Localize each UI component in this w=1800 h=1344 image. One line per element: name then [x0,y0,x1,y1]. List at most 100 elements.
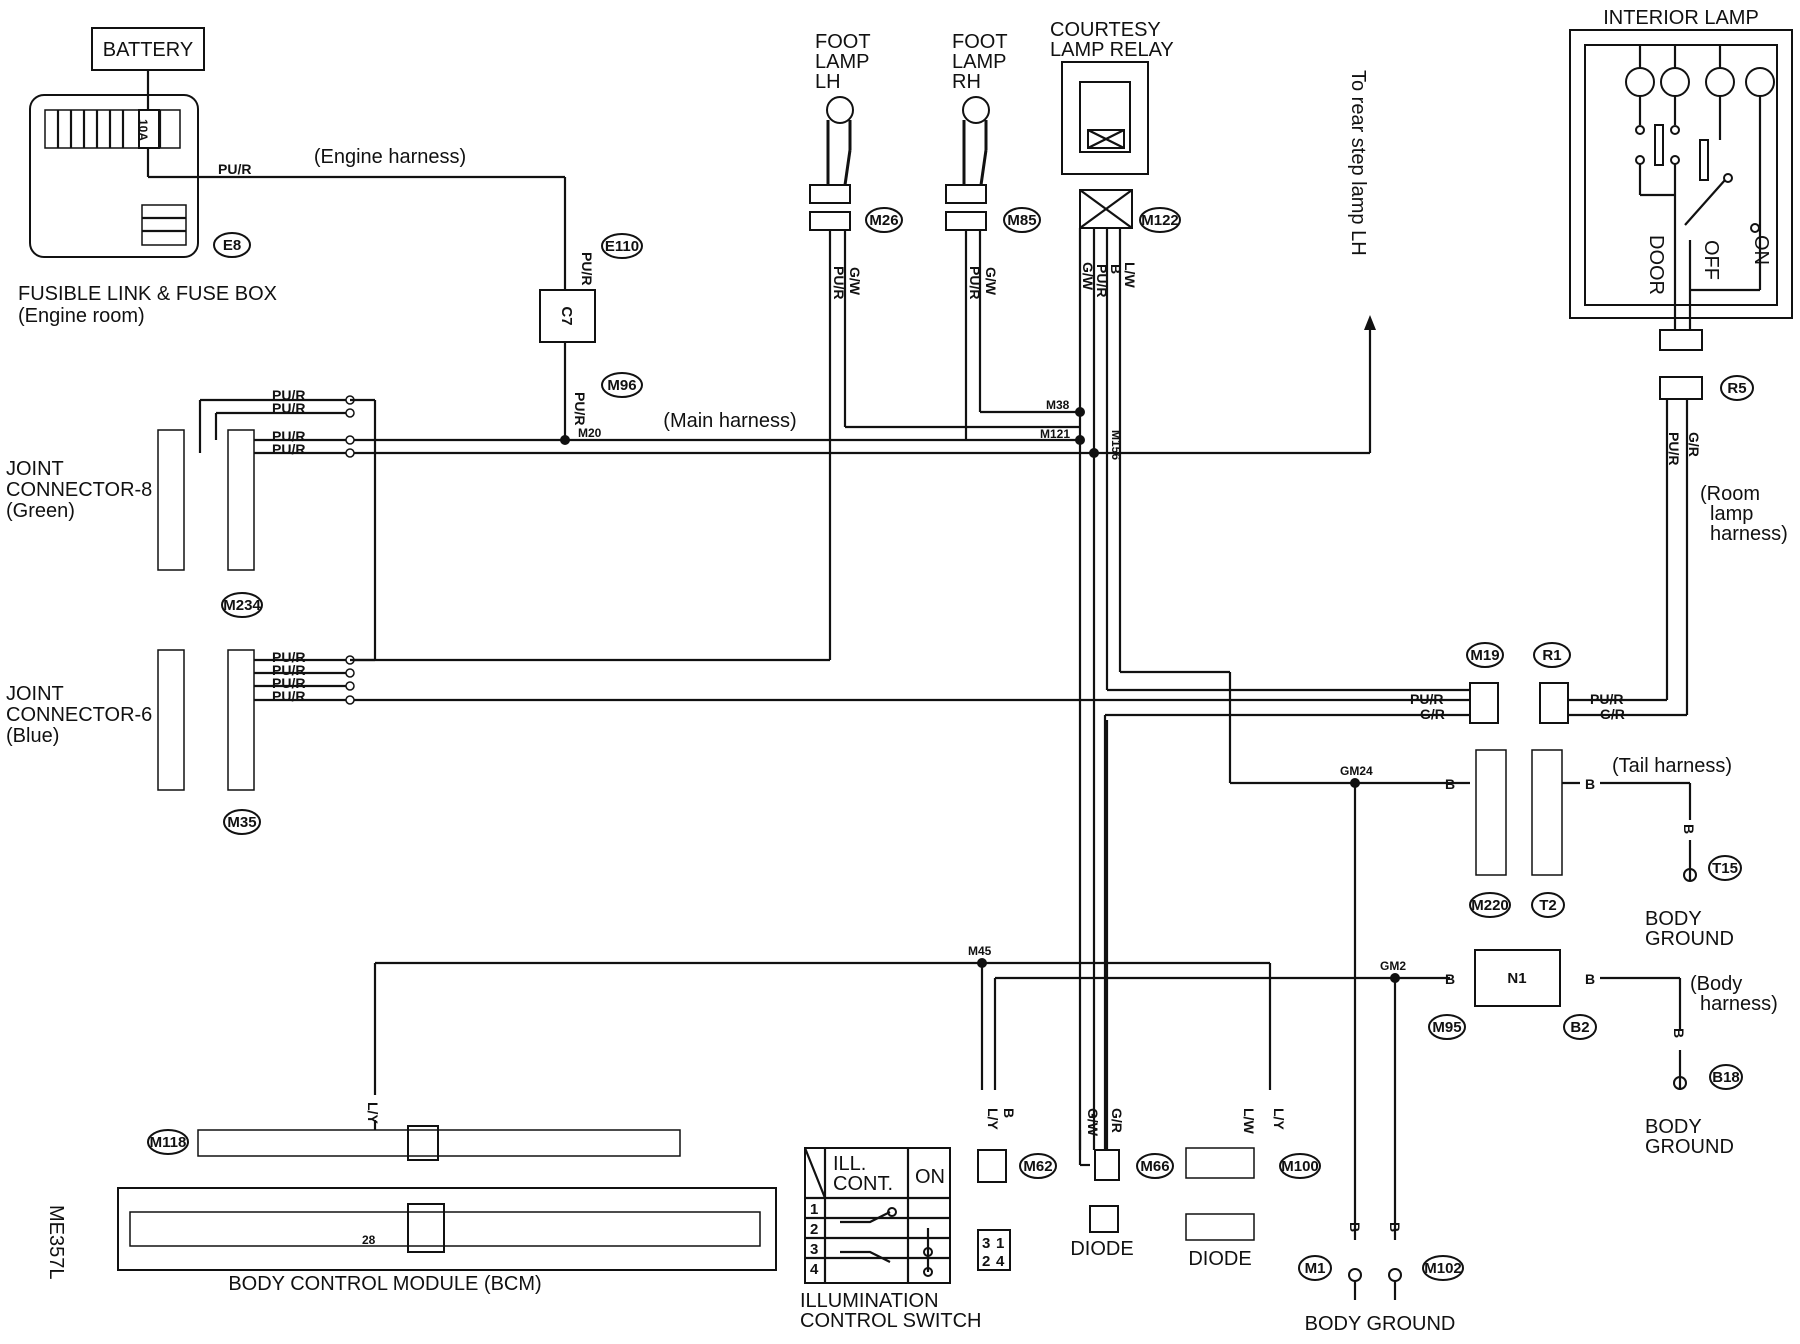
diode-label-2: DIODE [1188,1248,1251,1270]
interior-lamp: INTERIOR LAMP DOOR OFF ON R5 [1569,7,1793,717]
connector-m95: M95 [1432,1019,1461,1036]
body-harness-line1: (Body [1690,973,1742,995]
connector-m26: M26 [869,212,898,229]
wire-label: PU/R [572,392,588,425]
wire-label: B [1001,1108,1017,1118]
joint-connector-8: M234 JOINT CONNECTOR-8 (Green) PU/R PU/R… [6,387,377,660]
battery-label: BATTERY [103,39,193,61]
bcm-pin-28: 28 [362,1233,376,1247]
connector-b2: B2 [1570,1019,1589,1036]
wire-label: B [1387,1222,1403,1232]
relay-line1: COURTESY [1050,19,1161,41]
connector-m85: M85 [1007,212,1036,229]
on-label: ON [1750,235,1772,265]
interior-lamp-box [1569,29,1793,319]
connector-m35: M35 [227,814,256,831]
connector-m66: M66 [1140,1158,1169,1175]
tail-harness-label: (Tail harness) [1612,755,1732,777]
connector-m96: M96 [607,377,636,394]
relay-block [141,204,187,246]
battery-fuse-section: BATTERY 10A PU/R (Engine harness) E8 FUS… [18,27,565,327]
n1-box [1474,949,1561,1007]
ground-icon [1348,1268,1362,1282]
relay-cell-2: 2 [982,1253,990,1270]
bulb-icon [1660,67,1690,97]
bulb-icon [1745,67,1775,97]
bcm-box [117,1187,777,1271]
wire-label: B [1108,264,1124,274]
relay-box [1061,61,1149,175]
connector-t2: T2 [1539,897,1557,914]
wire-label: B [1671,1028,1687,1038]
body-ground-label: BODY GROUND [1305,1313,1456,1335]
ill-cont-2: CONT. [833,1173,893,1195]
connector-m62: M62 [1023,1158,1052,1175]
relay-cell-1: 1 [996,1235,1004,1252]
foot-rh-line1: FOOT [952,31,1008,53]
foot-rh-line3: RH [952,71,981,93]
diode-icon [1185,1213,1255,1241]
ill-switch-box [804,1147,951,1284]
fuse-box-subtitle: (Engine room) [18,305,145,327]
bcm-label: BODY CONTROL MODULE (BCM) [228,1273,541,1295]
wire-label: PU/R [272,428,305,444]
ill-switch-line1: ILLUMINATION [800,1290,939,1312]
connector-m234: M234 [223,597,261,614]
body-ground-bottom: B B M1 M102 BODY GROUND [1298,1222,1464,1335]
foot-lh-line3: LH [815,71,841,93]
connector-r5: R5 [1727,380,1746,397]
jc8-right [227,429,255,571]
wire-label: B [1445,971,1455,987]
connector-m122: M122 [1141,212,1179,229]
m62-connector: L/Y B M62 3 1 2 4 [977,1108,1057,1271]
bulb-icon [1705,67,1735,97]
wire-label: B [1585,776,1595,792]
jc6-left [157,649,185,791]
c7-label: C7 [558,306,575,325]
bulb-icon [1625,67,1655,97]
bulb-icon [826,96,854,124]
connector-m118: M118 [150,1134,187,1151]
wire-label: B [1681,824,1697,834]
fuse-box-title: FUSIBLE LINK & FUSE BOX [18,283,277,305]
foot-rh-line2: LAMP [952,51,1006,73]
jc8-line2: CONNECTOR-8 [6,479,152,501]
wire-label: G/R [1420,706,1445,722]
connector-m1: M1 [1305,1260,1326,1277]
foot-lh-line2: LAMP [815,51,869,73]
lower-bus: M45 GM2 B N1 B M95 B2 (Body harness) B B… [373,944,1778,1240]
body-ground-b-2: GROUND [1645,1136,1734,1158]
wire-label: PU/R [218,161,251,177]
ground-icon [1388,1268,1402,1282]
main-harness: (Main harness) To rear step lamp LH [350,70,1376,455]
ill-row-4: 4 [810,1261,819,1278]
main-harness-label: (Main harness) [663,410,796,432]
wire-label: PU/R [272,400,305,416]
bcm-section: L/Y M118 28 BODY CONTROL MODULE (BCM) ME… [45,1102,777,1295]
relay-cell-3: 3 [982,1235,990,1252]
ground-icon [1683,868,1697,882]
splice-m20: M20 [578,426,602,440]
ill-row-2: 2 [810,1221,818,1238]
m66-diode: G/W G/R M66 DIODE [1070,720,1174,1260]
foot-lamp-lh: FOOT LAMP LH M26 G/W PU/R [809,31,1080,660]
jc6-right [227,649,255,791]
splice-m121: M121 [1040,427,1070,441]
body-ground-b-1: BODY [1645,1116,1702,1138]
connector-m220: M220 [1471,897,1509,914]
room-lamp-line1: (Room [1700,483,1760,505]
splice-m45: M45 [968,944,992,958]
relay-cell-4: 4 [996,1253,1005,1270]
joint-connector-6: M35 JOINT CONNECTOR-6 (Blue) PU/R PU/R P… [6,649,1470,835]
wire-label: G/W [847,267,863,296]
connector-r1: R1 [1542,647,1561,664]
jc8-line1: JOINT [6,458,64,480]
room-lamp-line3: harness) [1710,523,1788,545]
wire-label: PU/R [967,266,983,299]
connector-m19: M19 [1470,647,1499,664]
door-label: DOOR [1645,235,1667,295]
ill-row-3: 3 [810,1241,818,1258]
wire-label: PU/R [272,441,305,457]
connector-m102: M102 [1424,1260,1462,1277]
jc6-line3: (Blue) [6,725,59,747]
